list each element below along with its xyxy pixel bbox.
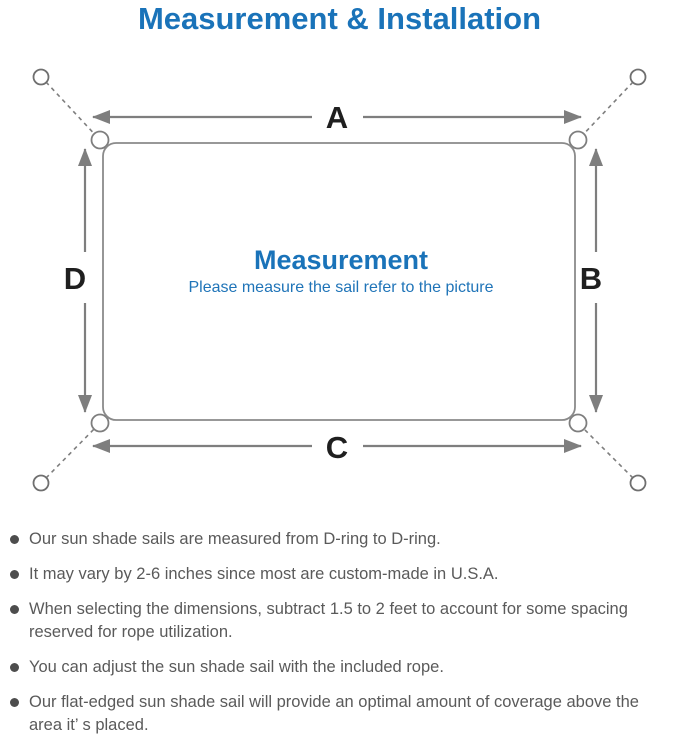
bullet-icon xyxy=(10,698,19,707)
list-item: You can adjust the sun shade sail with t… xyxy=(10,656,646,679)
dimension-label-c: C xyxy=(326,430,348,465)
diagram-center-title: Measurement xyxy=(254,245,428,275)
d-ring-bottom-left-icon xyxy=(90,413,110,433)
dimension-label-b: B xyxy=(580,261,602,296)
diagram-center-subtitle: Please measure the sail refer to the pic… xyxy=(188,279,493,296)
rope-bottom-left xyxy=(45,422,101,479)
rope-top-left xyxy=(45,81,101,141)
rope-lines xyxy=(45,81,634,479)
list-item-text: You can adjust the sun shade sail with t… xyxy=(29,658,444,676)
d-ring-bottom-right-icon xyxy=(568,413,588,433)
anchor-ring-top-left-icon xyxy=(32,68,50,86)
dimension-arrows xyxy=(78,110,603,453)
list-item-text: It may vary by 2-6 inches since most are… xyxy=(29,565,499,583)
bullet-icon xyxy=(10,535,19,544)
list-item-text: Our sun shade sails are measured from D-… xyxy=(29,530,441,548)
d-ring-top-right-icon xyxy=(568,130,588,150)
dimension-label-a: A xyxy=(326,100,348,135)
list-item: Our sun shade sails are measured from D-… xyxy=(10,528,646,551)
rope-top-right xyxy=(577,81,634,141)
list-item: It may vary by 2-6 inches since most are… xyxy=(10,563,646,586)
bullet-icon xyxy=(10,570,19,579)
anchor-ring-bottom-right-icon xyxy=(629,474,647,492)
list-item-text: When selecting the dimensions, subtract … xyxy=(29,600,628,641)
dimension-label-d: D xyxy=(64,261,86,296)
d-ring-top-left-icon xyxy=(90,130,110,150)
bullet-icon xyxy=(10,605,19,614)
list-item: Our flat-edged sun shade sail will provi… xyxy=(10,691,646,737)
anchor-ring-top-right-icon xyxy=(629,68,647,86)
measurement-diagram: A B C D Measurement Please measure the s… xyxy=(32,68,647,492)
list-item: When selecting the dimensions, subtract … xyxy=(10,598,646,644)
rope-bottom-right xyxy=(577,422,634,479)
bullet-icon xyxy=(10,663,19,672)
notes-list: Our sun shade sails are measured from D-… xyxy=(10,528,646,739)
anchor-ring-bottom-left-icon xyxy=(32,474,50,492)
page-title: Measurement & Installation xyxy=(137,1,542,36)
sail-outline xyxy=(102,142,576,421)
list-item-text: Our flat-edged sun shade sail will provi… xyxy=(29,693,639,734)
